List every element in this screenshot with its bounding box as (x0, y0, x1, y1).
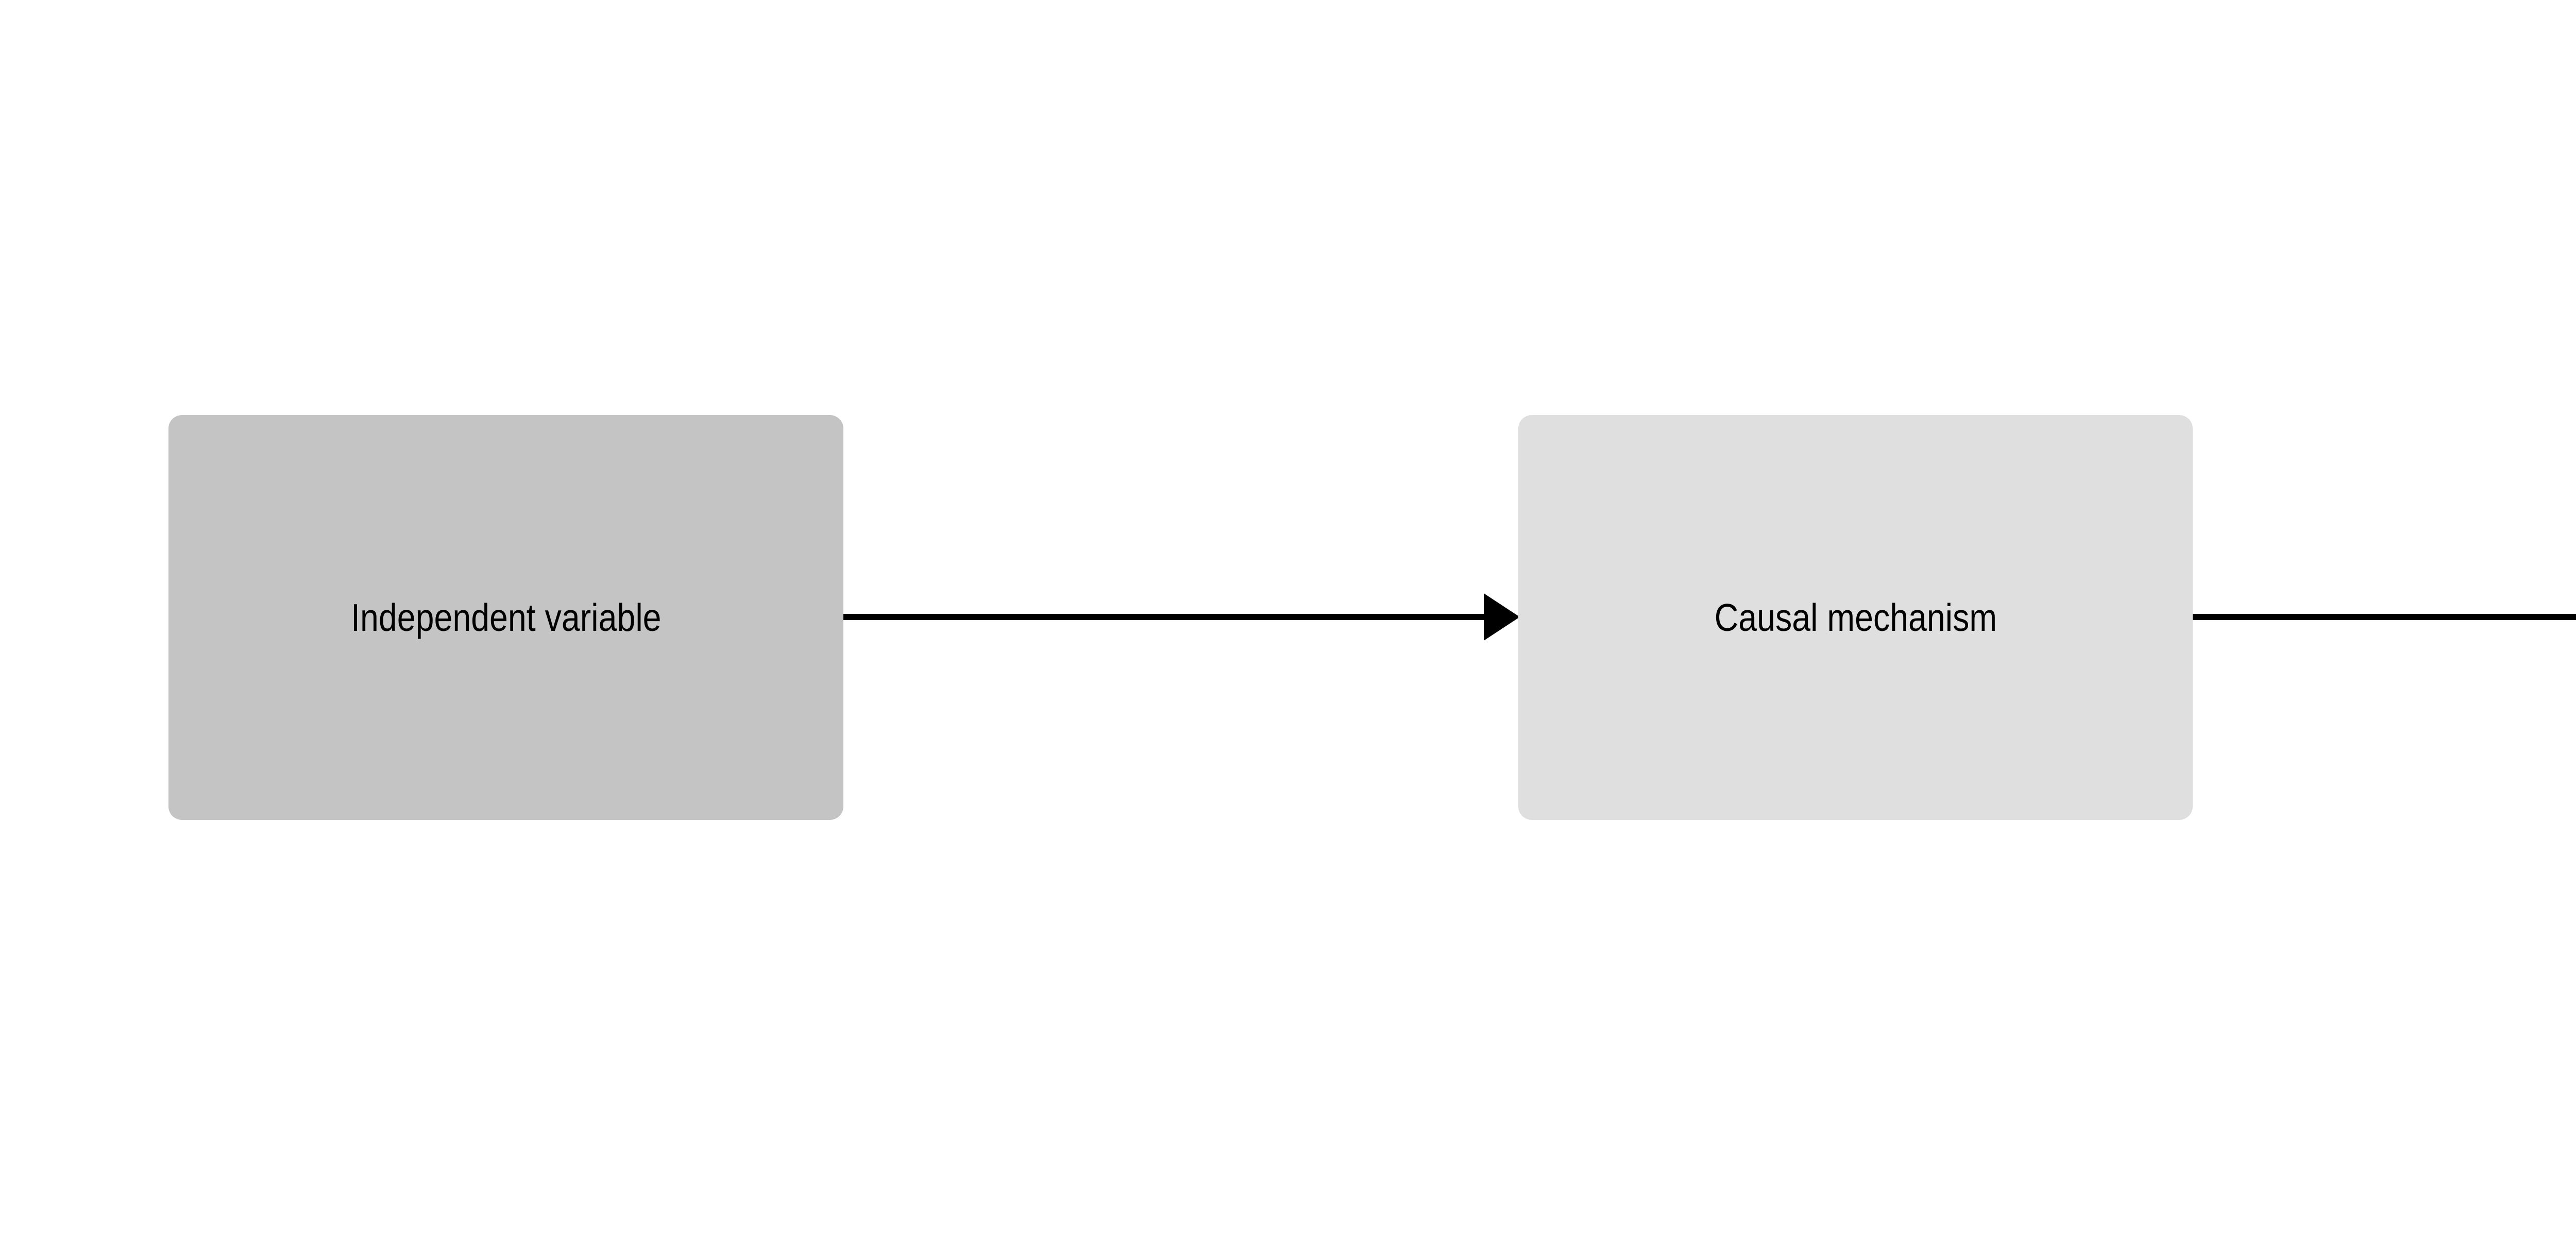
node-causal-mechanism[interactable]: Causal mechanism (1518, 415, 2193, 820)
edge-independent-to-causal[interactable] (843, 593, 1520, 641)
node-independent-variable[interactable]: Independent variable (168, 415, 843, 820)
node-label-independent-variable: Independent variable (350, 595, 662, 639)
edge-causal-to-dependent[interactable] (2193, 593, 2576, 641)
arrowhead-icon-1 (1484, 593, 1520, 641)
node-label-causal-mechanism: Causal mechanism (1714, 595, 1997, 639)
